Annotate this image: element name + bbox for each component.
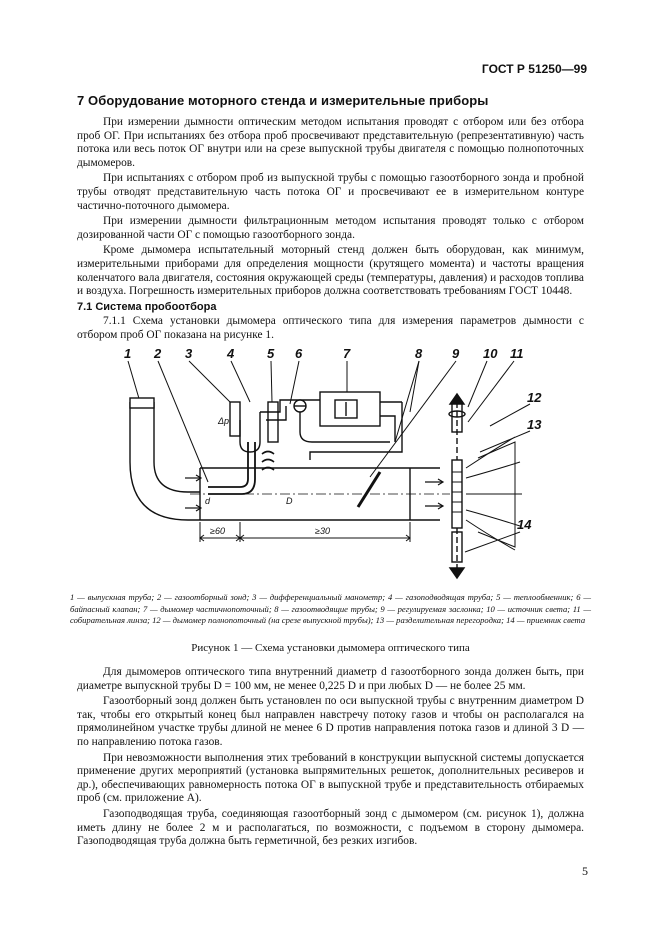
body-text-top: При измерении дымности оптическим методо…	[77, 116, 584, 345]
figure-diagram: 1 2 3 4 5 6 7 8 9 10 11 12 13 14	[124, 346, 542, 580]
label-14: 14	[517, 517, 532, 532]
paragraph: Газоподводящая труба, соединяющая газоот…	[77, 807, 584, 848]
label-3: 3	[185, 346, 193, 361]
paragraph: При испытаниях с отбором проб из выпускн…	[77, 172, 584, 212]
paragraph: Кроме дымомера испытательный моторный ст…	[77, 244, 584, 298]
label-12: 12	[527, 390, 542, 405]
subsection-title: 7.1 Система пробоотбора	[77, 300, 217, 313]
label-6: 6	[295, 346, 303, 361]
label-8: 8	[415, 346, 423, 361]
paragraph: Для дымомеров оптического типа внутренни…	[77, 666, 584, 692]
label-9: 9	[452, 346, 460, 361]
paragraph: При измерении дымности оптическим методо…	[77, 116, 584, 169]
figure-caption: 1 — выпускная труба; 2 — газоотборный зо…	[70, 592, 591, 625]
label-11: 11	[510, 346, 524, 361]
label-1: 1	[124, 346, 131, 361]
label-5: 5	[267, 346, 275, 361]
paragraph: 7.1.1 Схема установки дымомера оптическо…	[77, 315, 584, 341]
label-d: d	[205, 496, 211, 506]
label-D: D	[286, 496, 293, 506]
document-header: ГОСТ Р 51250—99	[481, 62, 587, 76]
paragraph: Газоотборный зонд должен быть установлен…	[77, 695, 584, 748]
dimension-left: ≥60	[210, 526, 225, 536]
section-title: 7 Оборудование моторного стенда и измери…	[77, 93, 489, 108]
label-4: 4	[226, 346, 235, 361]
label-7: 7	[343, 346, 351, 361]
figure-title: Рисунок 1 — Схема установки дымомера опт…	[191, 642, 470, 654]
label-dp: Δp	[217, 416, 229, 426]
label-2: 2	[153, 346, 162, 361]
body-text-bottom: Для дымомеров оптического типа внутренни…	[77, 666, 584, 851]
dimension-right: ≥30	[315, 526, 330, 536]
label-10: 10	[483, 346, 498, 361]
paragraph: При измерении дымности фильтрационным ме…	[77, 215, 584, 241]
paragraph: При невозможности выполнения этих требов…	[77, 751, 584, 805]
label-13: 13	[527, 417, 542, 432]
page-number: 5	[582, 864, 588, 878]
